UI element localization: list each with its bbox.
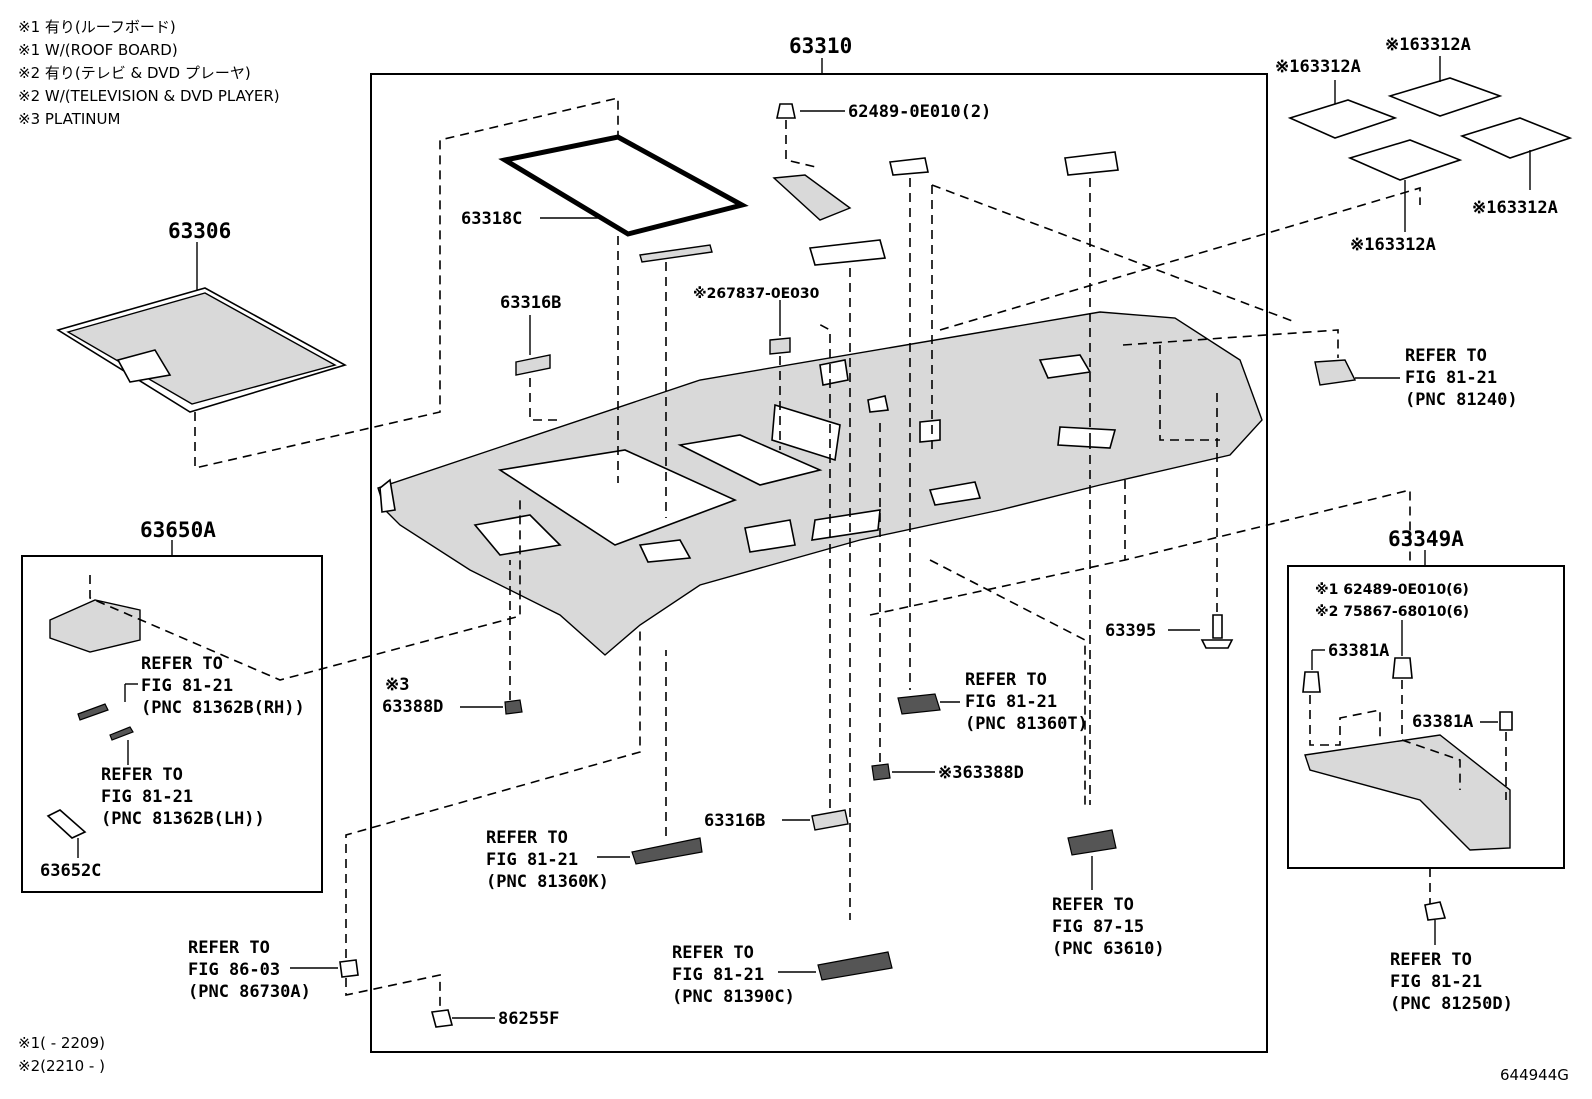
refer-81250D-line2: FIG 81-21 [1390, 972, 1482, 992]
refer-81250D-line3: (PNC 81250D) [1390, 994, 1513, 1014]
refer-81360K-line2: FIG 81-21 [486, 850, 578, 870]
part-63650A-label: 63650A [140, 518, 216, 542]
note-4: ※2 W/(TELEVISION & DVD PLAYER) [18, 87, 280, 105]
refer-63610-line2: FIG 87-15 [1052, 917, 1144, 937]
part-63349A-label: 63349A [1388, 527, 1464, 551]
lamp-81360K [631, 837, 703, 865]
part-86255F [430, 1009, 454, 1028]
lamp-frame-right [1064, 151, 1119, 176]
part-63395-label: 63395 [1105, 621, 1156, 641]
part-63318C-sunroof-seal [498, 134, 749, 263]
part-63381A-label-2: 63381A [1412, 712, 1473, 732]
refer-81362LH-line2: FIG 81-21 [101, 787, 193, 807]
part-63316B-bottom-label: 63316B [704, 811, 765, 831]
part-63388D-left-note: ※3 [385, 675, 409, 695]
console-63650A [49, 599, 141, 653]
part-63316B-top-label: 63316B [500, 293, 561, 313]
refer-81360K-line3: (PNC 81360K) [486, 872, 609, 892]
figure-id: 644944G [1500, 1066, 1569, 1084]
part-63306-label: 63306 [168, 219, 231, 243]
part-63316B-top-pad [515, 354, 551, 376]
clip-63381A-2 [1499, 711, 1513, 731]
clip-75867 [1392, 657, 1413, 679]
refer-81362LH-line3: (PNC 81362B(LH)) [101, 809, 265, 829]
part-67837-label: ※267837-0E030 [693, 286, 820, 302]
refer-86730A-line1: REFER TO [188, 938, 270, 958]
refer-81362RH-line2: FIG 81-21 [141, 676, 233, 696]
note-2: ※1 W/(ROOF BOARD) [18, 41, 178, 59]
lamp-81362RH [77, 703, 109, 721]
footnote-1: ※1( - 2209) [18, 1034, 105, 1052]
part-63306-roof-board [56, 287, 348, 413]
note-3: ※2 有り(テレビ & DVD プレーヤ) [18, 64, 251, 82]
refer-63610-line3: (PNC 63610) [1052, 939, 1165, 959]
refer-81240-line2: FIG 81-21 [1405, 368, 1497, 388]
main-assembly-frame [370, 73, 1268, 1053]
lamp-81250D [1424, 901, 1447, 921]
lamp-63610 [1067, 829, 1117, 856]
lamp-frame-center [808, 239, 887, 266]
part-63312A-label-1: ※163312A [1275, 57, 1361, 77]
refer-81390C-line2: FIG 81-21 [672, 965, 764, 985]
assembly-63650A-box [21, 555, 323, 893]
clip-62489-top [776, 103, 796, 119]
lamp-81360T [897, 693, 941, 715]
clip-63388D-left [504, 699, 523, 715]
note-5: ※3 PLATINUM [18, 110, 120, 128]
part-86255F-label: 86255F [498, 1009, 559, 1029]
part-67837-pad [769, 337, 791, 355]
refer-81240-line3: (PNC 81240) [1405, 390, 1518, 410]
refer-81360K-line1: REFER TO [486, 828, 568, 848]
legend-notes: ※1 有り(ルーフボード) ※1 W/(ROOF BOARD) ※2 有り(テレ… [18, 18, 280, 128]
part-86730A [339, 959, 359, 978]
lamp-81362LH [109, 726, 134, 741]
refer-81240-line1: REFER TO [1405, 346, 1487, 366]
refer-81360T-line2: FIG 81-21 [965, 692, 1057, 712]
refer-81362LH-line1: REFER TO [101, 765, 183, 785]
footnote-2: ※2(2210 - ) [18, 1057, 105, 1075]
clip-63395 [1212, 614, 1223, 639]
clip-63381A-1 [1302, 671, 1321, 693]
part-63318C-label: 63318C [461, 209, 522, 229]
refer-63610-line1: REFER TO [1052, 895, 1134, 915]
assembly-63349A-box [1287, 565, 1565, 869]
refer-81360T-line1: REFER TO [965, 670, 1047, 690]
part-63388D-left-label: 63388D [382, 697, 443, 717]
part-63310-label: 63310 [789, 34, 852, 58]
part-63312A-label-3: ※163312A [1472, 198, 1558, 218]
part-62489-box-label: ※1 62489-0E010(6) [1315, 582, 1469, 598]
clip-63388D-mid [871, 763, 891, 781]
part-63381A-label-1: 63381A [1328, 641, 1389, 661]
part-63388D-mid-label: ※363388D [938, 763, 1024, 783]
part-63312A-label-4: ※163312A [1350, 235, 1436, 255]
part-63652C-label: 63652C [40, 861, 101, 881]
part-62489-top-label: 62489-0E010(2) [848, 102, 991, 122]
headliner-panel [377, 311, 1263, 656]
bracket-top [772, 174, 852, 221]
refer-81390C-line1: REFER TO [672, 943, 754, 963]
part-63312A-label-2: ※163312A [1385, 35, 1471, 55]
refer-81390C-line3: (PNC 81390C) [672, 987, 795, 1007]
lamp-81240 [1314, 359, 1357, 386]
part-75867-box-label: ※2 75867-68010(6) [1315, 604, 1469, 620]
part-63652C [46, 809, 87, 839]
note-1: ※1 有り(ルーフボード) [18, 18, 176, 36]
trim-63349A [1304, 734, 1511, 851]
part-63312A-pads [1287, 77, 1573, 181]
refer-81360T-line3: (PNC 81360T) [965, 714, 1088, 734]
refer-81362RH-line1: REFER TO [141, 654, 223, 674]
lamp-frame-small [889, 157, 929, 176]
lamp-81390C [817, 951, 893, 981]
part-63316B-bottom-pad [811, 809, 849, 831]
refer-81362RH-line3: (PNC 81362B(RH)) [141, 698, 305, 718]
refer-86730A-line2: FIG 86-03 [188, 960, 280, 980]
refer-81250D-line1: REFER TO [1390, 950, 1472, 970]
refer-86730A-line3: (PNC 86730A) [188, 982, 311, 1002]
